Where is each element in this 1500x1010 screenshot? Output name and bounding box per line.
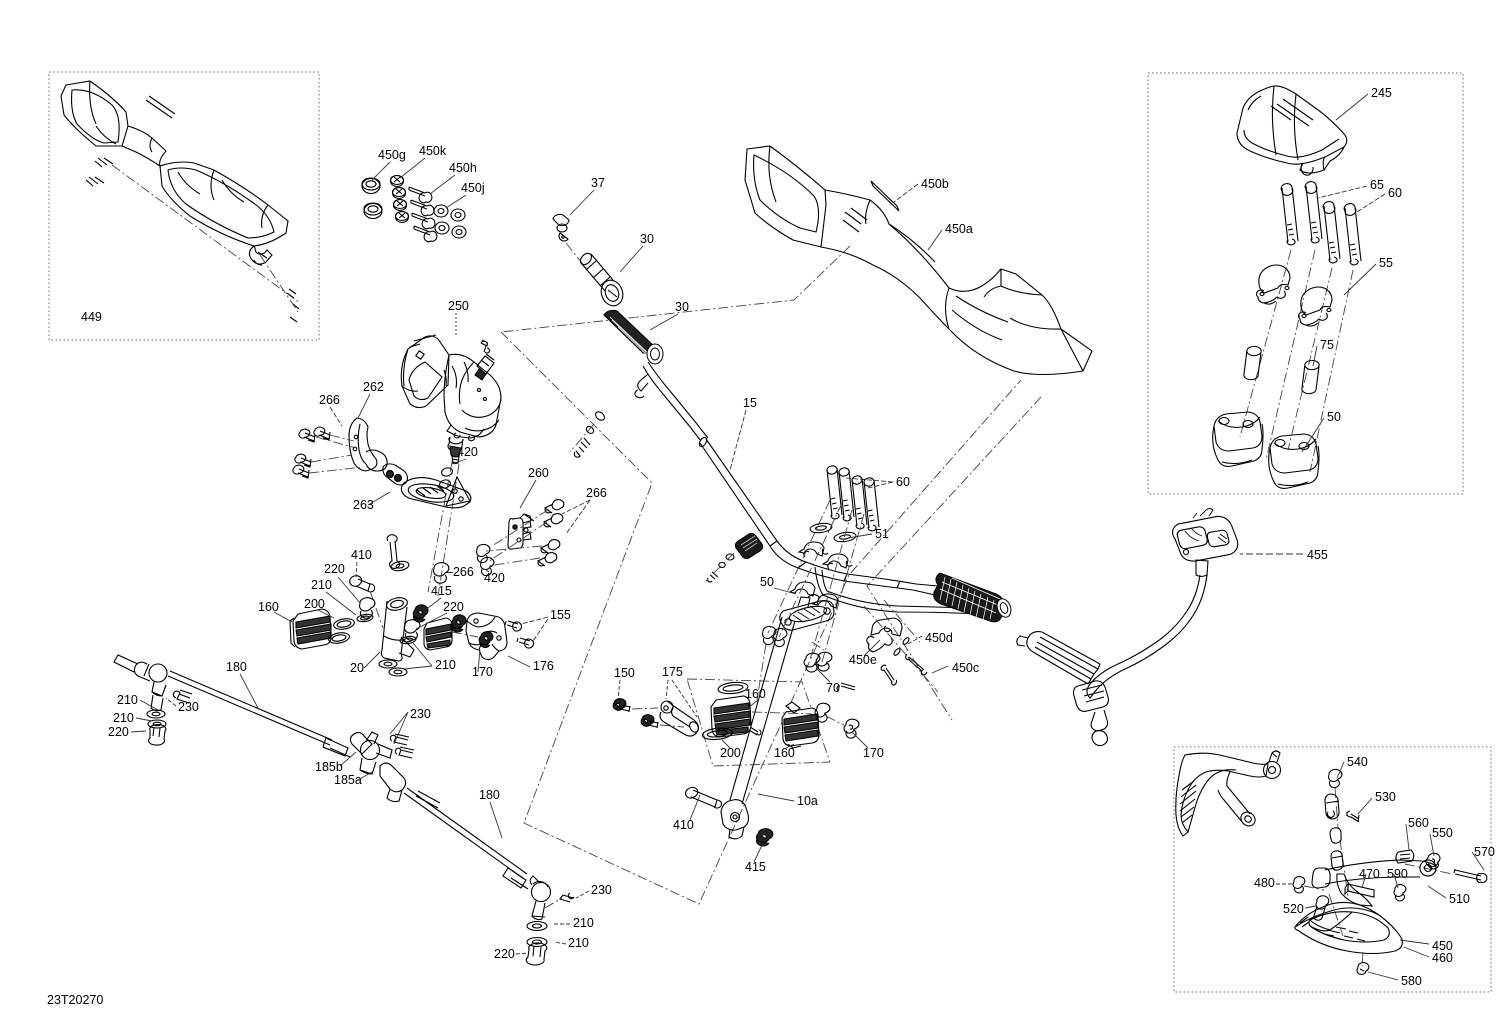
svg-text:220: 220 (108, 725, 129, 739)
svg-text:50: 50 (1327, 410, 1341, 424)
svg-text:260: 260 (528, 466, 549, 480)
svg-text:220: 220 (494, 947, 515, 961)
svg-text:450k: 450k (419, 144, 447, 158)
svg-text:450e: 450e (849, 653, 877, 667)
svg-text:210: 210 (117, 693, 138, 707)
svg-text:55: 55 (1379, 256, 1393, 270)
svg-text:170: 170 (472, 665, 493, 679)
svg-text:560: 560 (1408, 816, 1429, 830)
svg-text:–266: –266 (446, 565, 474, 579)
svg-text:15: 15 (743, 396, 757, 410)
svg-text:210: 210 (435, 658, 456, 672)
svg-text:460: 460 (1432, 951, 1453, 965)
svg-text:520: 520 (1283, 902, 1304, 916)
svg-text:455: 455 (1307, 548, 1328, 562)
svg-text:262: 262 (363, 380, 384, 394)
svg-text:510: 510 (1449, 892, 1470, 906)
svg-text:155: 155 (550, 608, 571, 622)
svg-text:70: 70 (826, 681, 840, 695)
svg-text:230: 230 (410, 707, 431, 721)
svg-text:30: 30 (675, 300, 689, 314)
svg-text:450h: 450h (449, 161, 477, 175)
svg-text:200: 200 (304, 597, 325, 611)
svg-text:250: 250 (448, 299, 469, 313)
svg-text:450d: 450d (925, 631, 953, 645)
svg-text:410: 410 (673, 818, 694, 832)
svg-text:180: 180 (479, 788, 500, 802)
svg-text:550: 550 (1432, 826, 1453, 840)
svg-text:10a: 10a (797, 794, 818, 808)
svg-text:450c: 450c (952, 661, 979, 675)
svg-text:175: 175 (662, 665, 683, 679)
svg-text:210: 210 (113, 711, 134, 725)
svg-text:210: 210 (311, 578, 332, 592)
svg-text:449: 449 (81, 310, 102, 324)
svg-text:410: 410 (351, 548, 372, 562)
svg-text:180: 180 (226, 660, 247, 674)
svg-text:450: 450 (1432, 939, 1453, 953)
svg-text:530: 530 (1375, 790, 1396, 804)
svg-text:450a: 450a (945, 222, 973, 236)
svg-text:185b: 185b (315, 760, 343, 774)
svg-text:200: 200 (720, 746, 741, 760)
svg-text:220: 220 (443, 600, 464, 614)
svg-text:176: 176 (533, 659, 554, 673)
svg-text:50: 50 (760, 575, 774, 589)
svg-text:263: 263 (353, 498, 374, 512)
svg-text:220: 220 (324, 562, 345, 576)
svg-text:51: 51 (875, 527, 889, 541)
svg-text:245: 245 (1371, 86, 1392, 100)
svg-text:230: 230 (591, 883, 612, 897)
svg-text:450j: 450j (461, 181, 485, 195)
svg-text:210: 210 (568, 936, 589, 950)
svg-text:23T20270: 23T20270 (47, 993, 103, 1007)
svg-text:480: 480 (1254, 876, 1275, 890)
svg-text:210: 210 (573, 916, 594, 930)
svg-text:65: 65 (1370, 178, 1384, 192)
svg-text:420: 420 (457, 445, 478, 459)
svg-text:415: 415 (431, 584, 452, 598)
svg-text:60: 60 (896, 475, 910, 489)
svg-text:60: 60 (1388, 186, 1402, 200)
svg-text:590: 590 (1387, 867, 1408, 881)
svg-text:540: 540 (1347, 755, 1368, 769)
svg-text:415: 415 (745, 860, 766, 874)
svg-text:450b: 450b (921, 177, 949, 191)
svg-text:266: 266 (586, 486, 607, 500)
svg-text:30: 30 (640, 232, 654, 246)
svg-text:185a: 185a (334, 773, 362, 787)
svg-text:420: 420 (484, 571, 505, 585)
svg-text:570: 570 (1474, 845, 1495, 859)
svg-text:230: 230 (178, 700, 199, 714)
svg-text:580: 580 (1401, 974, 1422, 988)
svg-text:160: 160 (258, 600, 279, 614)
svg-text:37: 37 (591, 176, 605, 190)
svg-text:20: 20 (350, 661, 364, 675)
svg-text:160: 160 (774, 746, 795, 760)
svg-text:75: 75 (1320, 338, 1334, 352)
svg-text:170: 170 (863, 746, 884, 760)
svg-text:266: 266 (319, 393, 340, 407)
svg-text:450g: 450g (378, 148, 406, 162)
svg-text:150: 150 (614, 666, 635, 680)
